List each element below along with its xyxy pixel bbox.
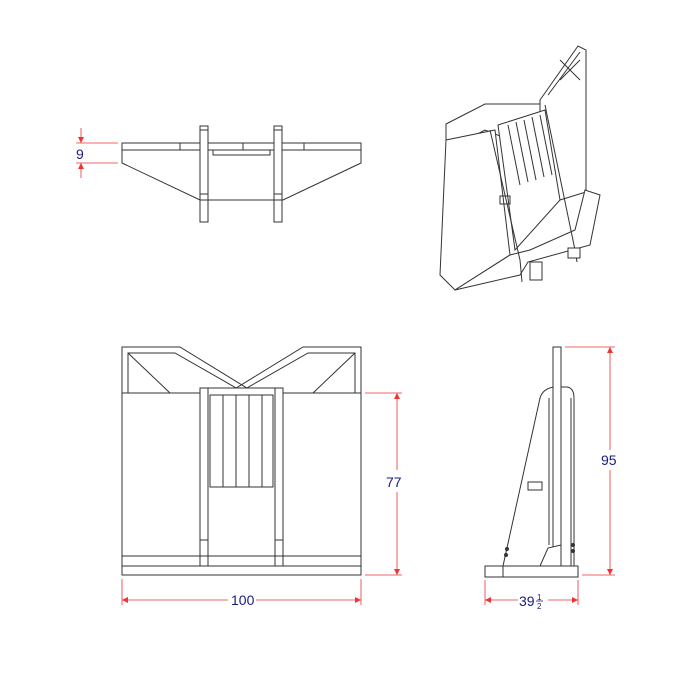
isometric-view xyxy=(439,45,601,291)
top-depth-label: 9 xyxy=(76,146,84,162)
overall-width-label: 100 xyxy=(231,592,255,608)
side-view xyxy=(484,346,579,578)
front-view xyxy=(121,346,362,576)
panel-height-label: 77 xyxy=(386,474,402,490)
base-depth-fraction-numerator: 1 xyxy=(537,593,542,602)
dimension-overall-height: 95 xyxy=(565,346,617,576)
base-depth-label: 39 xyxy=(519,593,535,609)
dimension-base-depth: 39 1 2 xyxy=(484,580,579,611)
dimension-panel-height: 77 xyxy=(365,392,402,576)
top-view xyxy=(121,125,362,223)
dimension-top-depth: 9 xyxy=(76,128,118,178)
overall-height-label: 95 xyxy=(601,452,617,468)
base-depth-fraction-denominator: 2 xyxy=(537,602,542,611)
dimension-overall-width: 100 xyxy=(121,579,362,608)
